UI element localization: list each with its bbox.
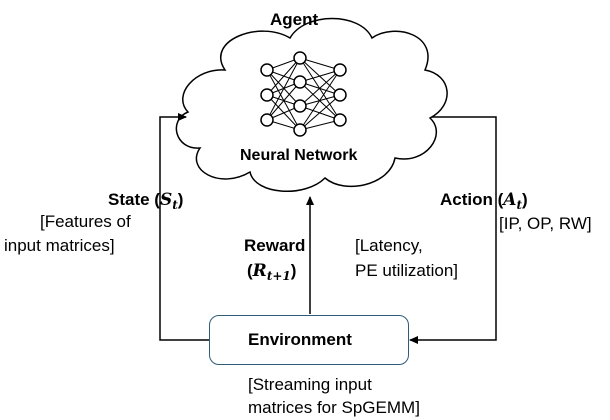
environment-detail-line1: [Streaming input: [248, 375, 372, 394]
nn-node: [333, 88, 347, 102]
state-detail-line1: [Features of: [40, 212, 131, 231]
neural-network-nodes: [260, 51, 347, 137]
nn-node: [333, 113, 347, 127]
environment-detail-line2: matrices for SpGEMM]: [248, 398, 420, 417]
nn-node: [260, 113, 274, 127]
action-detail: [IP, OP, RW]: [499, 214, 592, 233]
nn-node: [293, 51, 307, 65]
neural-network-label: Neural Network: [240, 147, 358, 164]
action-arrow: [409, 116, 497, 344]
state-arrow: [159, 113, 209, 341]
nn-node: [333, 63, 347, 77]
reward-label: Reward: [244, 236, 306, 255]
reward-detail-line2: PE utilization]: [355, 261, 458, 280]
nn-node: [293, 123, 307, 137]
agent-cloud: [175, 17, 448, 193]
state-detail-line2: input matrices]: [4, 236, 115, 255]
nn-node: [293, 75, 307, 89]
environment-box: [209, 315, 409, 365]
action-label: Action (At): [440, 190, 528, 212]
nn-node: [260, 63, 274, 77]
nn-node: [293, 99, 307, 113]
agent-label: Agent: [270, 10, 319, 29]
nn-node: [260, 88, 274, 102]
reward-symbol: (Rt+1): [247, 261, 297, 283]
environment-label: Environment: [248, 330, 352, 349]
state-label: State (St): [108, 190, 184, 212]
reward-detail-line1: [Latency,: [355, 236, 423, 255]
